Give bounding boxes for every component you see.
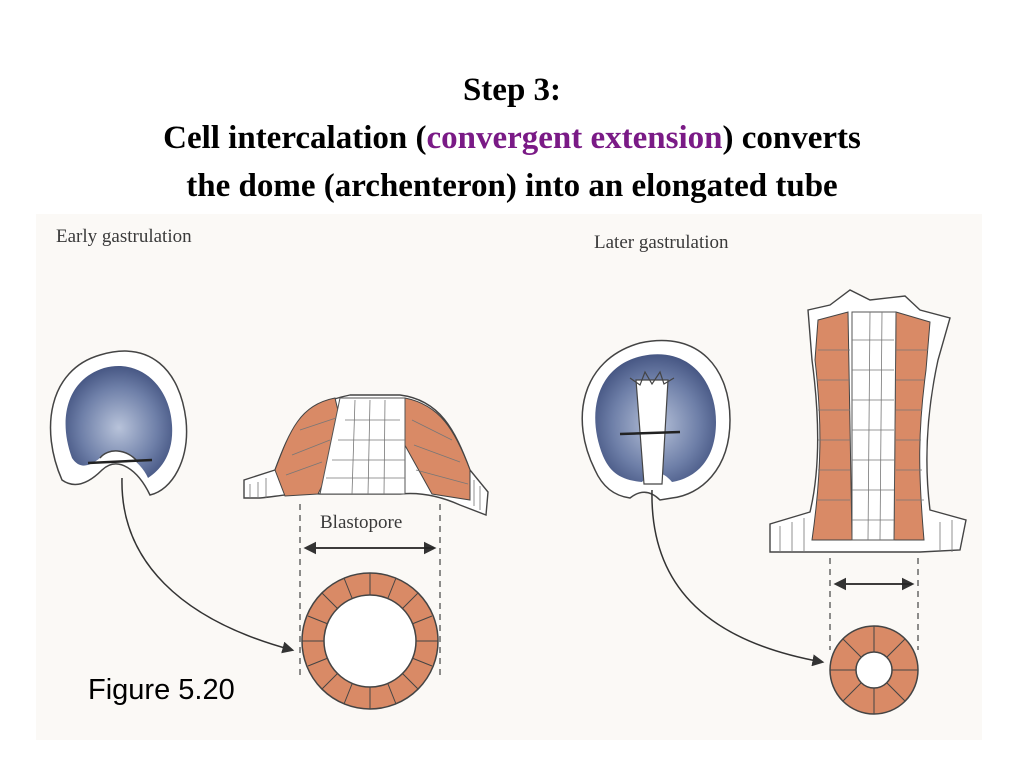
blastopore-measure [299, 504, 441, 680]
title-line-2: Cell intercalation (convergent extension… [0, 114, 1024, 162]
later-gastrula-embryo [581, 339, 731, 501]
early-gastrula-embryo [49, 350, 188, 496]
title-highlight-term: convergent extension [426, 120, 723, 156]
panel-label-later: Later gastrulation [594, 232, 729, 253]
early-tube-ring [301, 572, 439, 710]
title-line-2-prefix: Cell intercalation ( [163, 120, 427, 156]
figure-caption: Figure 5.20 [88, 674, 235, 706]
panel-label-early: Early gastrulation [56, 226, 192, 247]
later-tube-measure [829, 558, 919, 650]
early-dome-section [243, 394, 489, 516]
title-line-3: the dome (archenteron) into an elongated… [186, 168, 838, 204]
slide-title: Step 3: Cell intercalation (convergent e… [0, 66, 1024, 210]
later-tube-section [769, 289, 967, 553]
later-tube-ring [829, 625, 919, 715]
early-curved-arrow [121, 477, 295, 654]
title-line-2-suffix: ) converts [722, 120, 861, 156]
blastopore-label: Blastopore [320, 512, 403, 533]
later-curved-arrow [651, 489, 825, 667]
title-heading: Step 3: [462, 72, 562, 108]
